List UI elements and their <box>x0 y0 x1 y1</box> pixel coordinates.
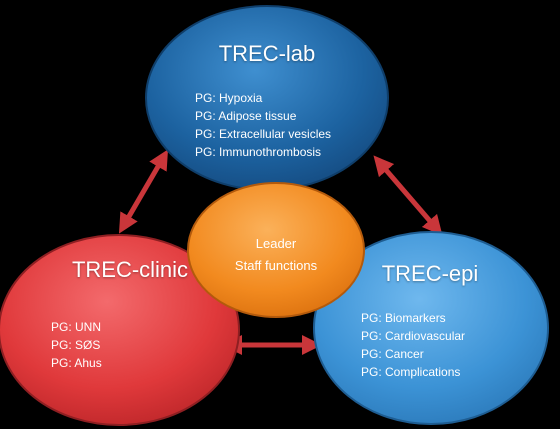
clinic-group-item: PG: Ahus <box>51 356 102 370</box>
trec-lab-title: TREC-lab <box>218 41 316 66</box>
trec-clinic-group-list: PG: UNN PG: SØS PG: Ahus <box>51 318 102 372</box>
center-label: Leader Staff functions <box>206 233 346 277</box>
lab-group-item: PG: Hypoxia <box>195 91 263 105</box>
staff-functions-label: Staff functions <box>234 258 318 273</box>
trec-lab-group-list: PG: Hypoxia PG: Adipose tissue PG: Extra… <box>195 89 331 161</box>
trec-clinic-title: TREC-clinic <box>71 257 189 282</box>
epi-group-item: PG: Biomarkers <box>361 311 446 325</box>
trec-epi-group-list: PG: Biomarkers PG: Cardiovascular PG: Ca… <box>361 309 465 381</box>
clinic-group-item: PG: UNN <box>51 320 102 334</box>
epi-group-item: PG: Cardiovascular <box>361 329 466 343</box>
arrow-lab-epi <box>373 155 443 236</box>
epi-group-item: PG: Complications <box>361 365 461 379</box>
lab-group-item: PG: Adipose tissue <box>195 109 297 123</box>
epi-group-item: PG: Cancer <box>361 347 424 361</box>
trec-epi-ellipse <box>313 231 549 425</box>
clinic-group-item: PG: SØS <box>51 338 101 352</box>
lab-group-item: PG: Immunothrombosis <box>195 145 322 159</box>
lab-group-item: PG: Extracellular vesicles <box>195 127 332 141</box>
leader-label: Leader <box>255 236 297 251</box>
center-ellipse <box>187 182 365 318</box>
trec-epi-title: TREC-epi <box>381 261 479 286</box>
arrow-lab-clinic <box>118 149 169 234</box>
trec-clinic-ellipse <box>0 234 240 426</box>
